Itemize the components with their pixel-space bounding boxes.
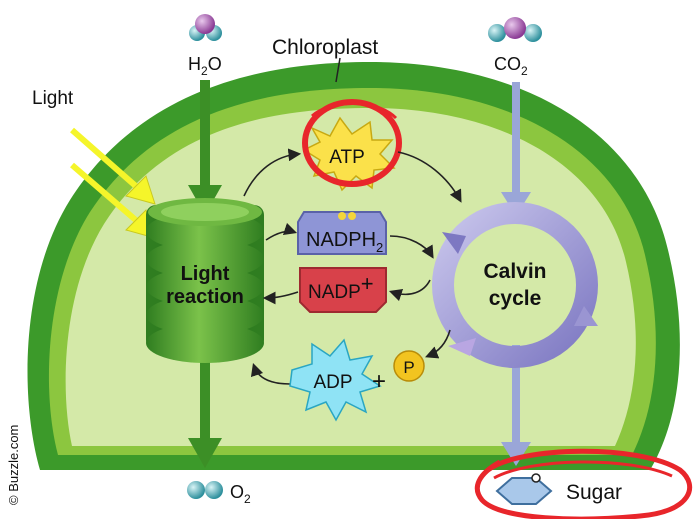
light-label: Light bbox=[32, 88, 74, 109]
calvin-cycle-ring bbox=[432, 202, 598, 368]
atp-label: ATP bbox=[329, 147, 365, 168]
sugar-label: Sugar bbox=[566, 481, 622, 504]
sugar-annotation-stroke bbox=[493, 460, 673, 480]
flow-arrows bbox=[243, 148, 462, 385]
atp-burst bbox=[302, 116, 396, 192]
nadph-label: NADPH2 bbox=[306, 229, 383, 255]
nadp-box bbox=[299, 267, 387, 313]
chloroplast-label: Chloroplast bbox=[272, 36, 378, 59]
oxygen-molecule-icon bbox=[187, 481, 223, 499]
plus-sign: + bbox=[372, 368, 386, 395]
light-reaction-line2: reaction bbox=[166, 286, 244, 308]
phosphate-icon bbox=[393, 350, 425, 382]
chloroplast-pointer bbox=[335, 57, 341, 83]
sugar-hexagon-icon bbox=[495, 473, 553, 505]
watermark: © Buzzle.com bbox=[6, 425, 21, 505]
nadp-label: NADP+ bbox=[308, 271, 374, 303]
sugar-output-arrow bbox=[501, 345, 531, 466]
water-molecule-icon bbox=[189, 14, 222, 41]
light-reaction-line1: Light bbox=[181, 263, 230, 285]
phosphate-label: P bbox=[403, 358, 414, 377]
calvin-line1: Calvin bbox=[483, 260, 546, 283]
sugar-annotation-circle bbox=[475, 448, 692, 519]
oxygen-output-arrow bbox=[188, 345, 222, 468]
adp-label: ADP bbox=[313, 372, 352, 393]
adp-burst bbox=[289, 338, 382, 422]
co2-molecule-icon bbox=[488, 17, 542, 42]
water-label: H2O bbox=[188, 54, 222, 78]
calvin-line2: cycle bbox=[489, 287, 542, 310]
nadph-box bbox=[297, 211, 387, 255]
atp-annotation-stroke bbox=[311, 102, 398, 120]
atp-annotation-circle bbox=[302, 99, 402, 187]
co2-label: CO2 bbox=[494, 54, 528, 78]
granum-stack bbox=[146, 198, 264, 363]
oxygen-label: O2 bbox=[230, 482, 251, 506]
